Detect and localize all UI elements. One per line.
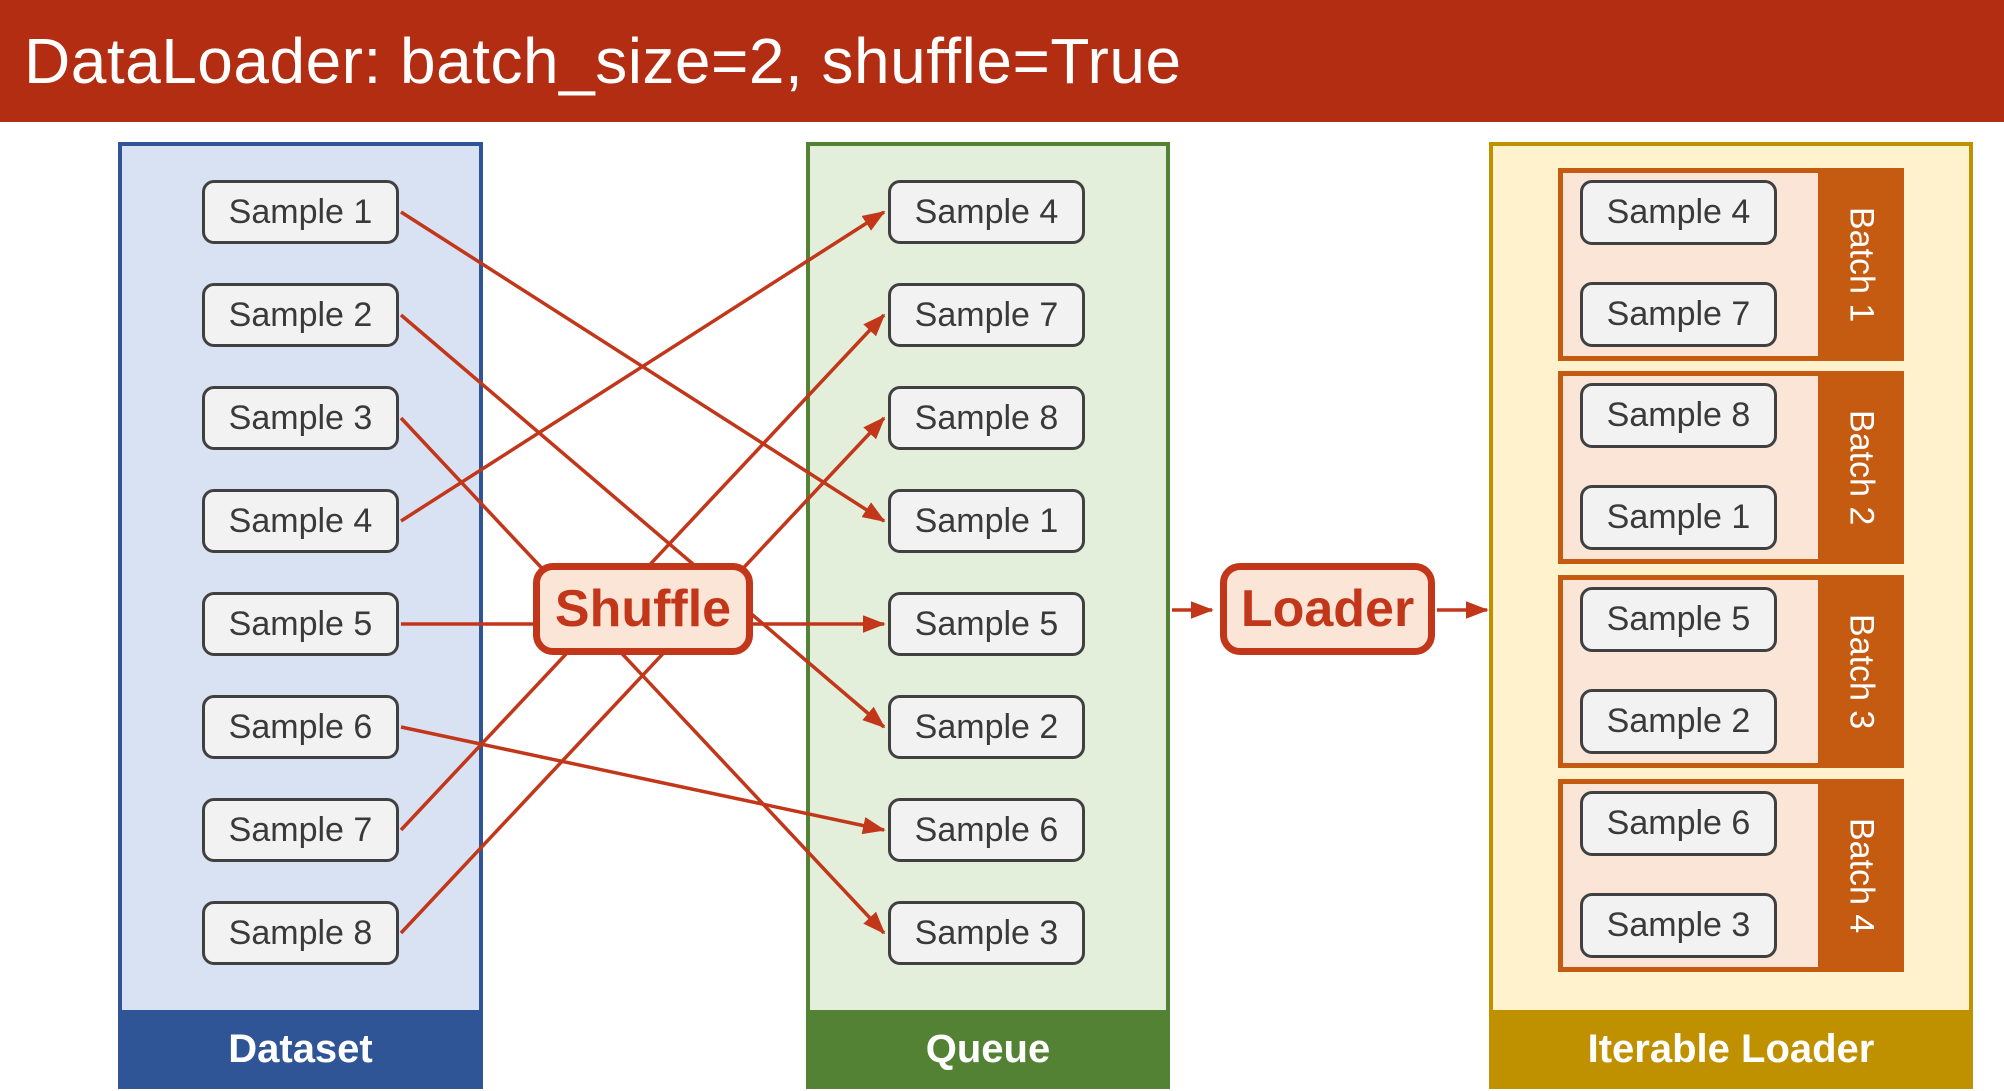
sample-box-dataset: Sample 4: [202, 489, 399, 553]
sample-box-dataset: Sample 6: [202, 695, 399, 759]
sample-box-batch: Sample 3: [1580, 893, 1777, 958]
shuffle-box: Shuffle: [533, 563, 753, 655]
sample-box-queue: Sample 1: [888, 489, 1085, 553]
sample-box-dataset: Sample 8: [202, 901, 399, 965]
sample-box-batch: Sample 4: [1580, 180, 1777, 245]
sample-box-batch: Sample 7: [1580, 282, 1777, 347]
sample-box-batch: Sample 8: [1580, 383, 1777, 448]
sample-box-dataset: Sample 3: [202, 386, 399, 450]
dataset-panel-label: Dataset: [118, 1010, 483, 1089]
batch-label: Batch 2: [1842, 409, 1881, 526]
title-bar: DataLoader: batch_size=2, shuffle=True: [0, 0, 2004, 122]
sample-box-batch: Sample 2: [1580, 689, 1777, 754]
batch-group: Batch 3 Sample 5 Sample 2: [1558, 575, 1904, 768]
sample-box-dataset: Sample 1: [202, 180, 399, 244]
sample-box-queue: Sample 8: [888, 386, 1085, 450]
sample-box-queue: Sample 2: [888, 695, 1085, 759]
sample-box-batch: Sample 5: [1580, 587, 1777, 652]
loader-box: Loader: [1220, 563, 1435, 655]
sample-box-queue: Sample 6: [888, 798, 1085, 862]
batch-label: Batch 1: [1842, 206, 1881, 323]
sample-box-queue: Sample 3: [888, 901, 1085, 965]
sample-box-queue: Sample 7: [888, 283, 1085, 347]
sample-box-queue: Sample 5: [888, 592, 1085, 656]
sample-box-batch: Sample 6: [1580, 791, 1777, 856]
batch-label: Batch 3: [1842, 613, 1881, 730]
batch-group: Batch 4 Sample 6 Sample 3: [1558, 779, 1904, 972]
sample-box-dataset: Sample 5: [202, 592, 399, 656]
iterable-loader-panel-label: Iterable Loader: [1489, 1010, 1973, 1089]
batch-label: Batch 4: [1842, 817, 1881, 934]
sample-box-batch: Sample 1: [1580, 485, 1777, 550]
slide-title: DataLoader: batch_size=2, shuffle=True: [24, 25, 1182, 97]
sample-box-dataset: Sample 2: [202, 283, 399, 347]
batch-group: Batch 1 Sample 4 Sample 7: [1558, 168, 1904, 361]
sample-box-queue: Sample 4: [888, 180, 1085, 244]
sample-box-dataset: Sample 7: [202, 798, 399, 862]
batch-group: Batch 2 Sample 8 Sample 1: [1558, 371, 1904, 564]
queue-panel-label: Queue: [806, 1010, 1170, 1089]
